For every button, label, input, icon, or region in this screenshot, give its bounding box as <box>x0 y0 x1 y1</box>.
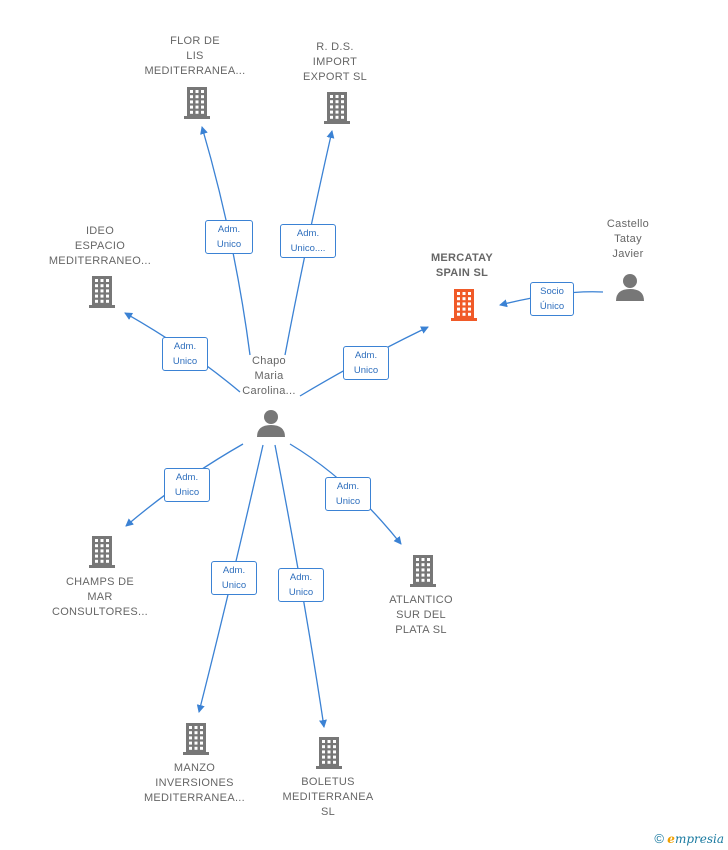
flor-building-icon[interactable] <box>184 87 210 119</box>
edge-label-rds[interactable]: Adm. Unico.... <box>280 224 336 258</box>
boletus-building-icon[interactable] <box>316 737 342 769</box>
champs-building-icon[interactable] <box>89 536 115 568</box>
chapo-person-icon[interactable] <box>257 410 285 437</box>
edge-label-atlantico[interactable]: Adm. Unico <box>325 477 371 511</box>
atlantico-building-icon[interactable] <box>410 555 436 587</box>
node-label-champs[interactable]: CHAMPS DE MAR CONSULTORES... <box>51 576 149 618</box>
node-label-flor[interactable]: FLOR DE LIS MEDITERRANEA... <box>144 35 246 77</box>
node-label-boletus[interactable]: BOLETUS MEDITERRANEA SL <box>282 776 374 818</box>
node-label-manzo[interactable]: MANZO INVERSIONES MEDITERRANEA... <box>143 762 246 804</box>
edge-label-manzo[interactable]: Adm. Unico <box>211 561 257 595</box>
copyright-symbol: © <box>654 831 664 846</box>
node-label-chapo[interactable]: Chapo Maria Carolina... <box>242 355 296 397</box>
edge-label-boletus[interactable]: Adm. Unico <box>278 568 324 602</box>
edge-label-mercatay[interactable]: Adm. Unico <box>343 346 389 380</box>
edge-label-ideo[interactable]: Adm. Unico <box>162 337 208 371</box>
ideo-building-icon[interactable] <box>89 276 115 308</box>
node-label-atlantico[interactable]: ATLANTICO SUR DEL PLATA SL <box>389 594 453 636</box>
brand-initial: e <box>667 832 675 846</box>
empresia-logo: © empresia <box>654 831 724 846</box>
castello-person-icon[interactable] <box>616 274 644 301</box>
icons-layer <box>89 87 644 769</box>
node-label-rds[interactable]: R. D.S. IMPORT EXPORT SL <box>302 41 368 83</box>
edge-label-castello[interactable]: Socio Único <box>530 282 574 316</box>
edge-label-champs[interactable]: Adm. Unico <box>164 468 210 502</box>
mercatay-building-icon[interactable] <box>451 289 477 321</box>
node-label-ideo[interactable]: IDEO ESPACIO MEDITERRANEO... <box>48 225 152 267</box>
manzo-building-icon[interactable] <box>183 723 209 755</box>
rds-building-icon[interactable] <box>324 92 350 124</box>
edge-label-flor[interactable]: Adm. Unico <box>205 220 253 254</box>
node-label-castello[interactable]: Castello Tatay Javier <box>606 218 650 260</box>
brand-name: mpresia <box>674 832 724 846</box>
node-label-mercatay[interactable]: MERCATAY SPAIN SL <box>430 252 494 279</box>
